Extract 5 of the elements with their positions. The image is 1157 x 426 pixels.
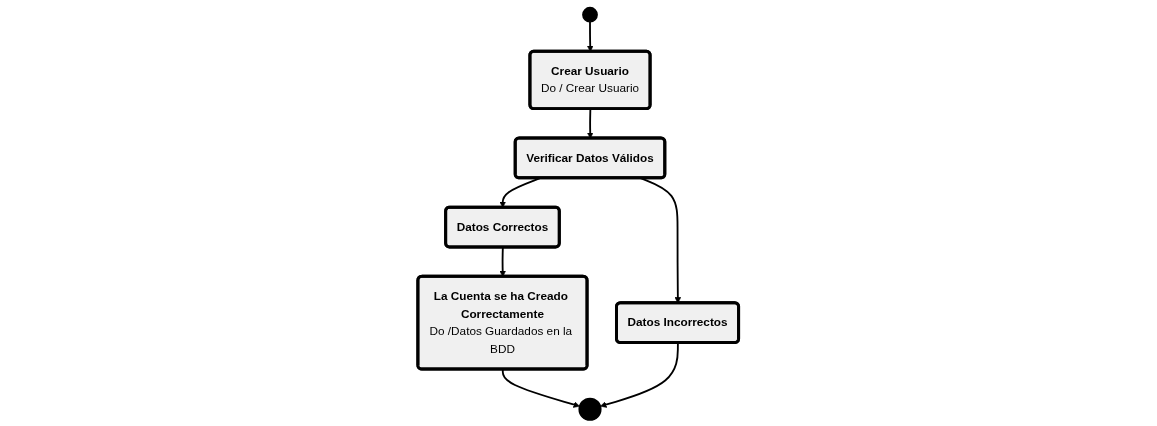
arrow <box>600 342 680 408</box>
arrow <box>587 20 594 52</box>
arrow <box>499 246 507 277</box>
node-circle <box>582 6 599 23</box>
arrow <box>587 108 594 139</box>
